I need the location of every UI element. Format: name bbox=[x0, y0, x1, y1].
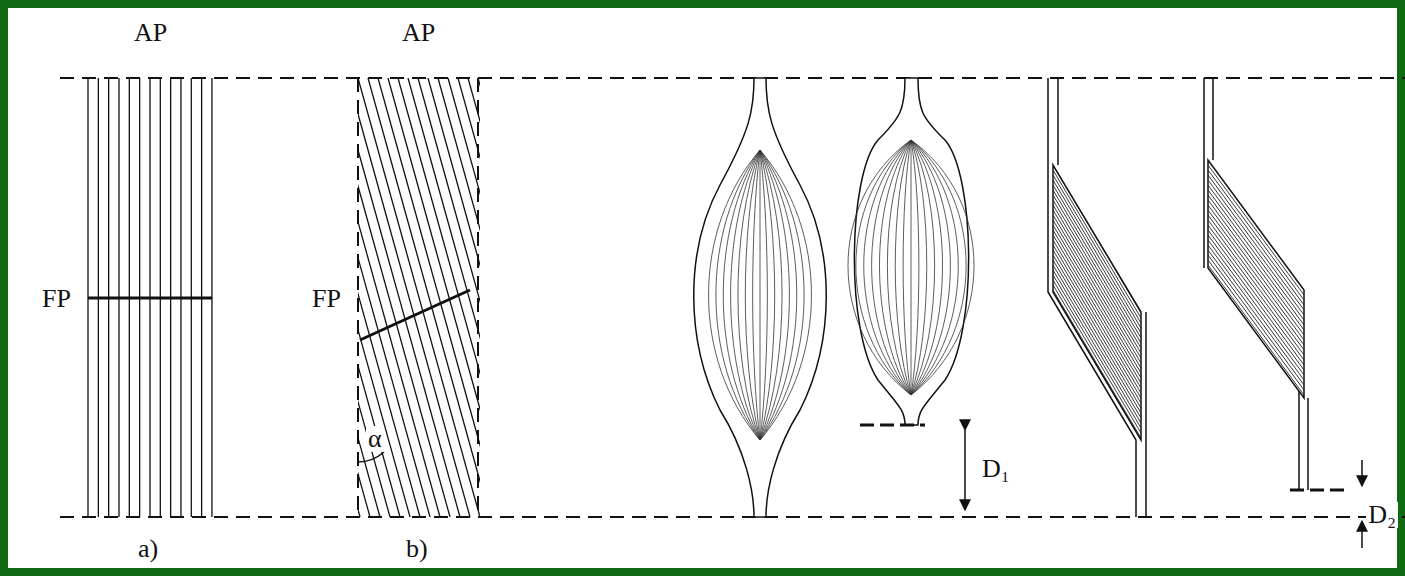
fiber-stroke bbox=[1053, 185, 1141, 333]
fiber-stroke bbox=[1053, 150, 1141, 298]
fiber-stroke bbox=[1053, 230, 1141, 378]
fiber-stroke bbox=[1208, 250, 1304, 380]
angle-label: α bbox=[366, 426, 384, 452]
fiber-stroke bbox=[1053, 275, 1141, 423]
fiber-stroke bbox=[478, 78, 480, 517]
fiber-stroke bbox=[887, 140, 911, 395]
fiber-stroke bbox=[1053, 195, 1141, 343]
fiber-stroke bbox=[1208, 240, 1304, 370]
axis-label: AP bbox=[400, 20, 437, 46]
fiber-stroke bbox=[911, 140, 958, 395]
fiber-stroke bbox=[716, 150, 760, 440]
fiber-stroke bbox=[1053, 200, 1141, 348]
fiber-stroke bbox=[1208, 260, 1304, 390]
fiber-stroke bbox=[1053, 255, 1141, 403]
fiber-stroke bbox=[1053, 235, 1141, 383]
fiber-stroke bbox=[1053, 145, 1141, 293]
fiber-stroke bbox=[1208, 255, 1304, 385]
panel-label: a) bbox=[136, 536, 160, 562]
dimension-label: D₂ bbox=[1366, 502, 1398, 528]
fiber-stroke bbox=[1053, 130, 1141, 278]
fiber-stroke bbox=[1053, 290, 1141, 438]
axis-label: FP bbox=[40, 286, 73, 312]
fiber-stroke bbox=[1053, 160, 1141, 308]
fiber-stroke bbox=[418, 78, 480, 517]
fiber-stroke bbox=[731, 150, 760, 440]
fiber-stroke bbox=[864, 140, 911, 395]
fiber-stroke bbox=[1053, 135, 1141, 283]
fiber-stroke bbox=[895, 140, 911, 395]
fiber-stroke bbox=[760, 150, 789, 440]
fiber-stroke bbox=[1053, 240, 1141, 388]
fiber-stroke bbox=[1208, 230, 1304, 360]
fiber-stroke bbox=[911, 140, 935, 395]
fiber-stroke bbox=[872, 140, 911, 395]
fiber-stroke bbox=[911, 140, 912, 395]
fiber-stroke bbox=[1053, 280, 1141, 428]
fiber-stroke bbox=[398, 78, 480, 517]
fiber-stroke bbox=[358, 78, 470, 517]
fiber-stroke bbox=[1053, 285, 1141, 433]
fiber-stroke bbox=[911, 140, 950, 395]
fiber-stroke bbox=[1053, 170, 1141, 318]
fiber-stroke bbox=[723, 150, 760, 440]
fiber-stroke bbox=[1053, 175, 1141, 323]
fiber-stroke bbox=[1053, 295, 1141, 443]
fiber-stroke bbox=[1053, 270, 1141, 418]
fiber-stroke bbox=[378, 78, 480, 517]
fiber-stroke bbox=[368, 78, 480, 517]
fiber-stroke bbox=[911, 140, 966, 395]
fiber-stroke bbox=[1208, 245, 1304, 375]
axis-label: FP bbox=[310, 286, 343, 312]
fiber-stroke bbox=[1053, 220, 1141, 368]
fiber-stroke bbox=[358, 78, 390, 517]
fiber-stroke bbox=[880, 140, 912, 395]
fiber-stroke bbox=[1053, 180, 1141, 328]
fiber-stroke bbox=[760, 150, 767, 440]
fiber-stroke bbox=[1208, 270, 1304, 400]
panel-label: b) bbox=[404, 536, 430, 562]
dimension-label: D₁ bbox=[980, 456, 1012, 482]
fiber-stroke bbox=[1053, 260, 1141, 408]
fiber-stroke bbox=[760, 150, 804, 440]
fiber-stroke bbox=[1053, 165, 1141, 313]
fiber-stroke bbox=[911, 140, 919, 395]
fiber-stroke bbox=[1208, 225, 1304, 355]
fiber-stroke bbox=[745, 150, 760, 440]
fiber-stroke bbox=[1053, 250, 1141, 398]
fiber-stroke bbox=[1053, 225, 1141, 373]
fiber-stroke bbox=[438, 78, 480, 517]
fiber-stroke bbox=[760, 150, 782, 440]
fiber-stroke bbox=[1053, 155, 1141, 303]
fiber-stroke bbox=[760, 150, 761, 440]
fiber-stroke bbox=[408, 78, 480, 517]
fiber-stroke bbox=[1053, 245, 1141, 393]
fiber-stroke bbox=[458, 78, 480, 517]
fiber-stroke bbox=[760, 150, 811, 440]
fiber-stroke bbox=[1053, 140, 1141, 288]
fiber-stroke bbox=[1208, 265, 1304, 395]
fiber-stroke bbox=[468, 78, 480, 517]
fiber-stroke bbox=[903, 140, 911, 395]
fiber-stroke bbox=[1208, 235, 1304, 365]
fiber-stroke bbox=[848, 140, 911, 395]
fiber-stroke bbox=[753, 150, 760, 440]
fiber-stroke bbox=[738, 150, 760, 440]
fiber-stroke bbox=[358, 78, 480, 517]
fiber-stroke bbox=[911, 140, 974, 395]
fiber-stroke bbox=[1053, 265, 1141, 413]
fiber-stroke bbox=[1053, 210, 1141, 358]
fiber-stroke bbox=[856, 140, 911, 395]
fiber-stroke bbox=[1053, 205, 1141, 353]
fiber-stroke bbox=[760, 150, 797, 440]
fiber-stroke bbox=[709, 150, 760, 440]
fiber-stroke bbox=[1053, 190, 1141, 338]
fiber-stroke bbox=[1053, 215, 1141, 363]
axis-label: AP bbox=[132, 20, 169, 46]
